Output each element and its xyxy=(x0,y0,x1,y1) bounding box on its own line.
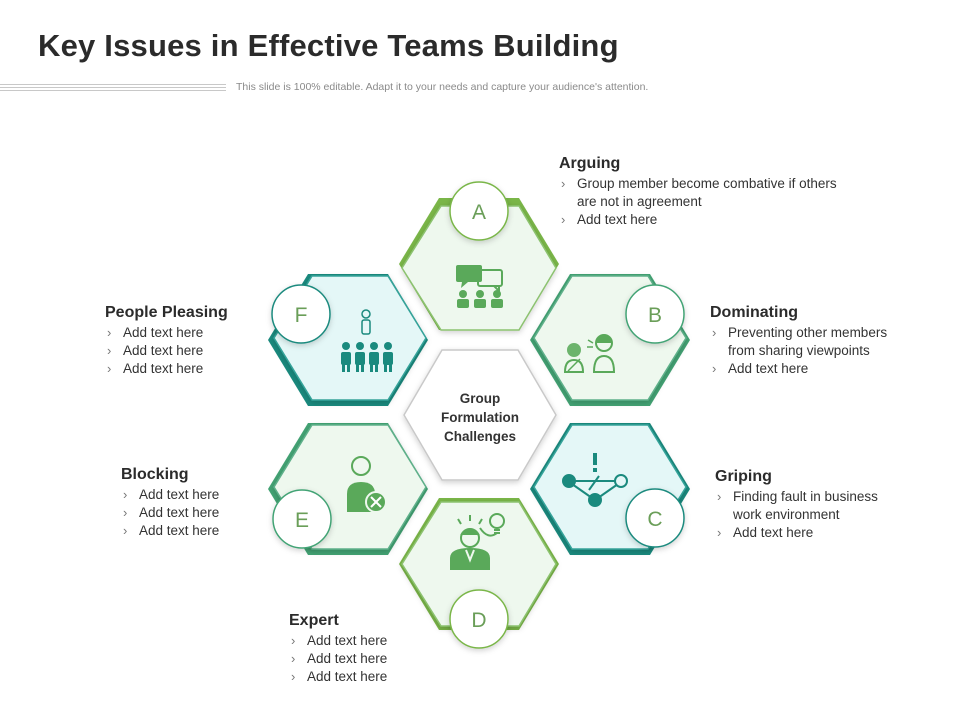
letter-badge-b: B xyxy=(625,284,685,344)
letter-badge-e: E xyxy=(272,489,332,549)
subtitle-rule xyxy=(0,84,226,92)
list-item: Add text here xyxy=(121,522,271,540)
chat-group-icon xyxy=(456,265,503,308)
list-item: Add text here xyxy=(715,524,910,542)
segment-e-bullets: Add text here Add text here Add text her… xyxy=(121,486,271,540)
segment-a-bullets: Group member become combative if others … xyxy=(559,175,859,229)
list-item: Preventing other members from sharing vi… xyxy=(710,324,910,360)
segment-d-text: Expert Add text here Add text here Add t… xyxy=(289,612,489,686)
svg-text:F: F xyxy=(295,304,308,327)
list-item: Add text here xyxy=(121,486,271,504)
letter-badge-c: C xyxy=(625,488,685,548)
segment-b-heading: Dominating xyxy=(710,304,798,321)
segment-a-text: Arguing Group member become combative if… xyxy=(559,155,859,229)
list-item: Add text here xyxy=(105,324,265,342)
page-title: Key Issues in Effective Teams Building xyxy=(38,28,619,63)
list-item: Add text here xyxy=(105,360,265,378)
dominating-person-icon xyxy=(563,334,616,373)
expert-idea-icon xyxy=(450,513,505,570)
center-line-2: Formulation xyxy=(441,410,519,425)
network-alert-icon xyxy=(562,453,628,507)
letter-badge-a: A xyxy=(449,181,509,241)
svg-text:C: C xyxy=(647,508,662,531)
list-item: Group member become combative if others … xyxy=(559,175,859,211)
list-item: Add text here xyxy=(710,360,910,378)
segment-a-heading: Arguing xyxy=(559,155,621,172)
list-item: Add text here xyxy=(289,668,489,686)
segment-b-bullets: Preventing other members from sharing vi… xyxy=(710,324,910,378)
segment-b-text: Dominating Preventing other members from… xyxy=(710,304,910,378)
list-item: Add text here xyxy=(289,632,489,650)
svg-text:A: A xyxy=(472,201,486,224)
segment-f-bullets: Add text here Add text here Add text her… xyxy=(105,324,265,378)
center-line-3: Challenges xyxy=(444,429,516,444)
list-item: Add text here xyxy=(559,211,859,229)
list-item: Add text here xyxy=(105,342,265,360)
segment-f-text: People Pleasing Add text here Add text h… xyxy=(105,304,265,378)
svg-text:B: B xyxy=(648,304,662,327)
segment-d-heading: Expert xyxy=(289,612,339,629)
segment-c-text: Griping Finding fault in business work e… xyxy=(715,468,910,542)
page-subtitle: This slide is 100% editable. Adapt it to… xyxy=(236,81,649,93)
blocked-user-icon xyxy=(347,456,387,513)
letter-badge-f: F xyxy=(271,284,331,344)
svg-text:E: E xyxy=(295,509,309,532)
team-leader-icon xyxy=(341,309,393,372)
svg-text:D: D xyxy=(471,609,486,632)
center-line-1: Group xyxy=(460,391,501,406)
segment-d-bullets: Add text here Add text here Add text her… xyxy=(289,632,489,686)
list-item: Add text here xyxy=(121,504,271,522)
segment-c-heading: Griping xyxy=(715,468,772,485)
segment-f-heading: People Pleasing xyxy=(105,304,228,321)
list-item: Finding fault in business work environme… xyxy=(715,488,910,524)
segment-e-text: Blocking Add text here Add text here Add… xyxy=(121,466,271,540)
center-hex xyxy=(403,349,557,481)
list-item: Add text here xyxy=(289,650,489,668)
segment-e-heading: Blocking xyxy=(121,466,189,483)
segment-c-bullets: Finding fault in business work environme… xyxy=(715,488,910,542)
